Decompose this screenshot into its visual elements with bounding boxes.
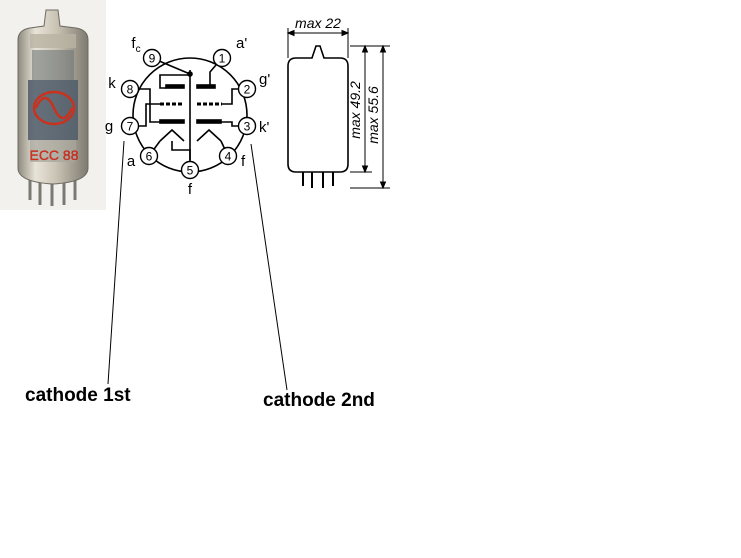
pin-number-5: 5	[187, 164, 194, 178]
pin-circle-7	[120, 116, 140, 136]
dim-height-label-2: max 55.6	[365, 86, 381, 144]
tube-photo: ECC 88	[0, 0, 106, 210]
callout-cathode-1st: cathode 1st	[25, 385, 131, 406]
pin-label-1: a'	[236, 35, 247, 52]
pin-circle-9	[142, 48, 162, 68]
tube-pins	[28, 178, 77, 206]
pin-circle-8	[120, 79, 140, 99]
tube-outline	[287, 45, 349, 188]
pin-label-4: f	[241, 153, 246, 170]
pin-circle-5	[180, 160, 200, 180]
pin-number-8: 8	[127, 83, 134, 97]
pin-label-7: g	[105, 118, 113, 135]
leader-line-right	[250, 143, 288, 391]
outline-body	[287, 45, 349, 173]
pin-label-2: g'	[259, 71, 270, 88]
pin-number-9: 9	[149, 52, 156, 66]
internal-electrodes	[130, 57, 247, 170]
pin-circle-6	[139, 146, 159, 166]
pin-label-6: a	[127, 153, 136, 170]
pin-label-8: k	[108, 75, 116, 92]
pin-number-3: 3	[244, 120, 251, 134]
dim-height-label-1: max 49.2	[347, 81, 363, 139]
pin-number-4: 4	[225, 150, 232, 164]
pin-label-3: k'	[259, 119, 270, 136]
dimension-lines	[286, 28, 390, 190]
pin-label-9: fc	[131, 35, 140, 55]
pin-circle-3	[237, 116, 257, 136]
pin-number-6: 6	[146, 150, 153, 164]
logo-mark	[32, 90, 76, 126]
pin-number-7: 7	[127, 120, 134, 134]
callout-cathode-2nd: cathode 2nd	[263, 390, 375, 411]
pin-number-1: 1	[219, 52, 226, 66]
pin-circle-2	[237, 79, 257, 99]
pin-circle-4	[218, 146, 238, 166]
leader-line-left	[107, 140, 125, 385]
photo-type-print: ECC 88	[29, 147, 78, 163]
pin-circle-1	[212, 48, 232, 68]
pin-label-5: f	[188, 181, 193, 198]
dim-width-label: max 22	[295, 15, 341, 31]
pin-number-2: 2	[244, 83, 251, 97]
